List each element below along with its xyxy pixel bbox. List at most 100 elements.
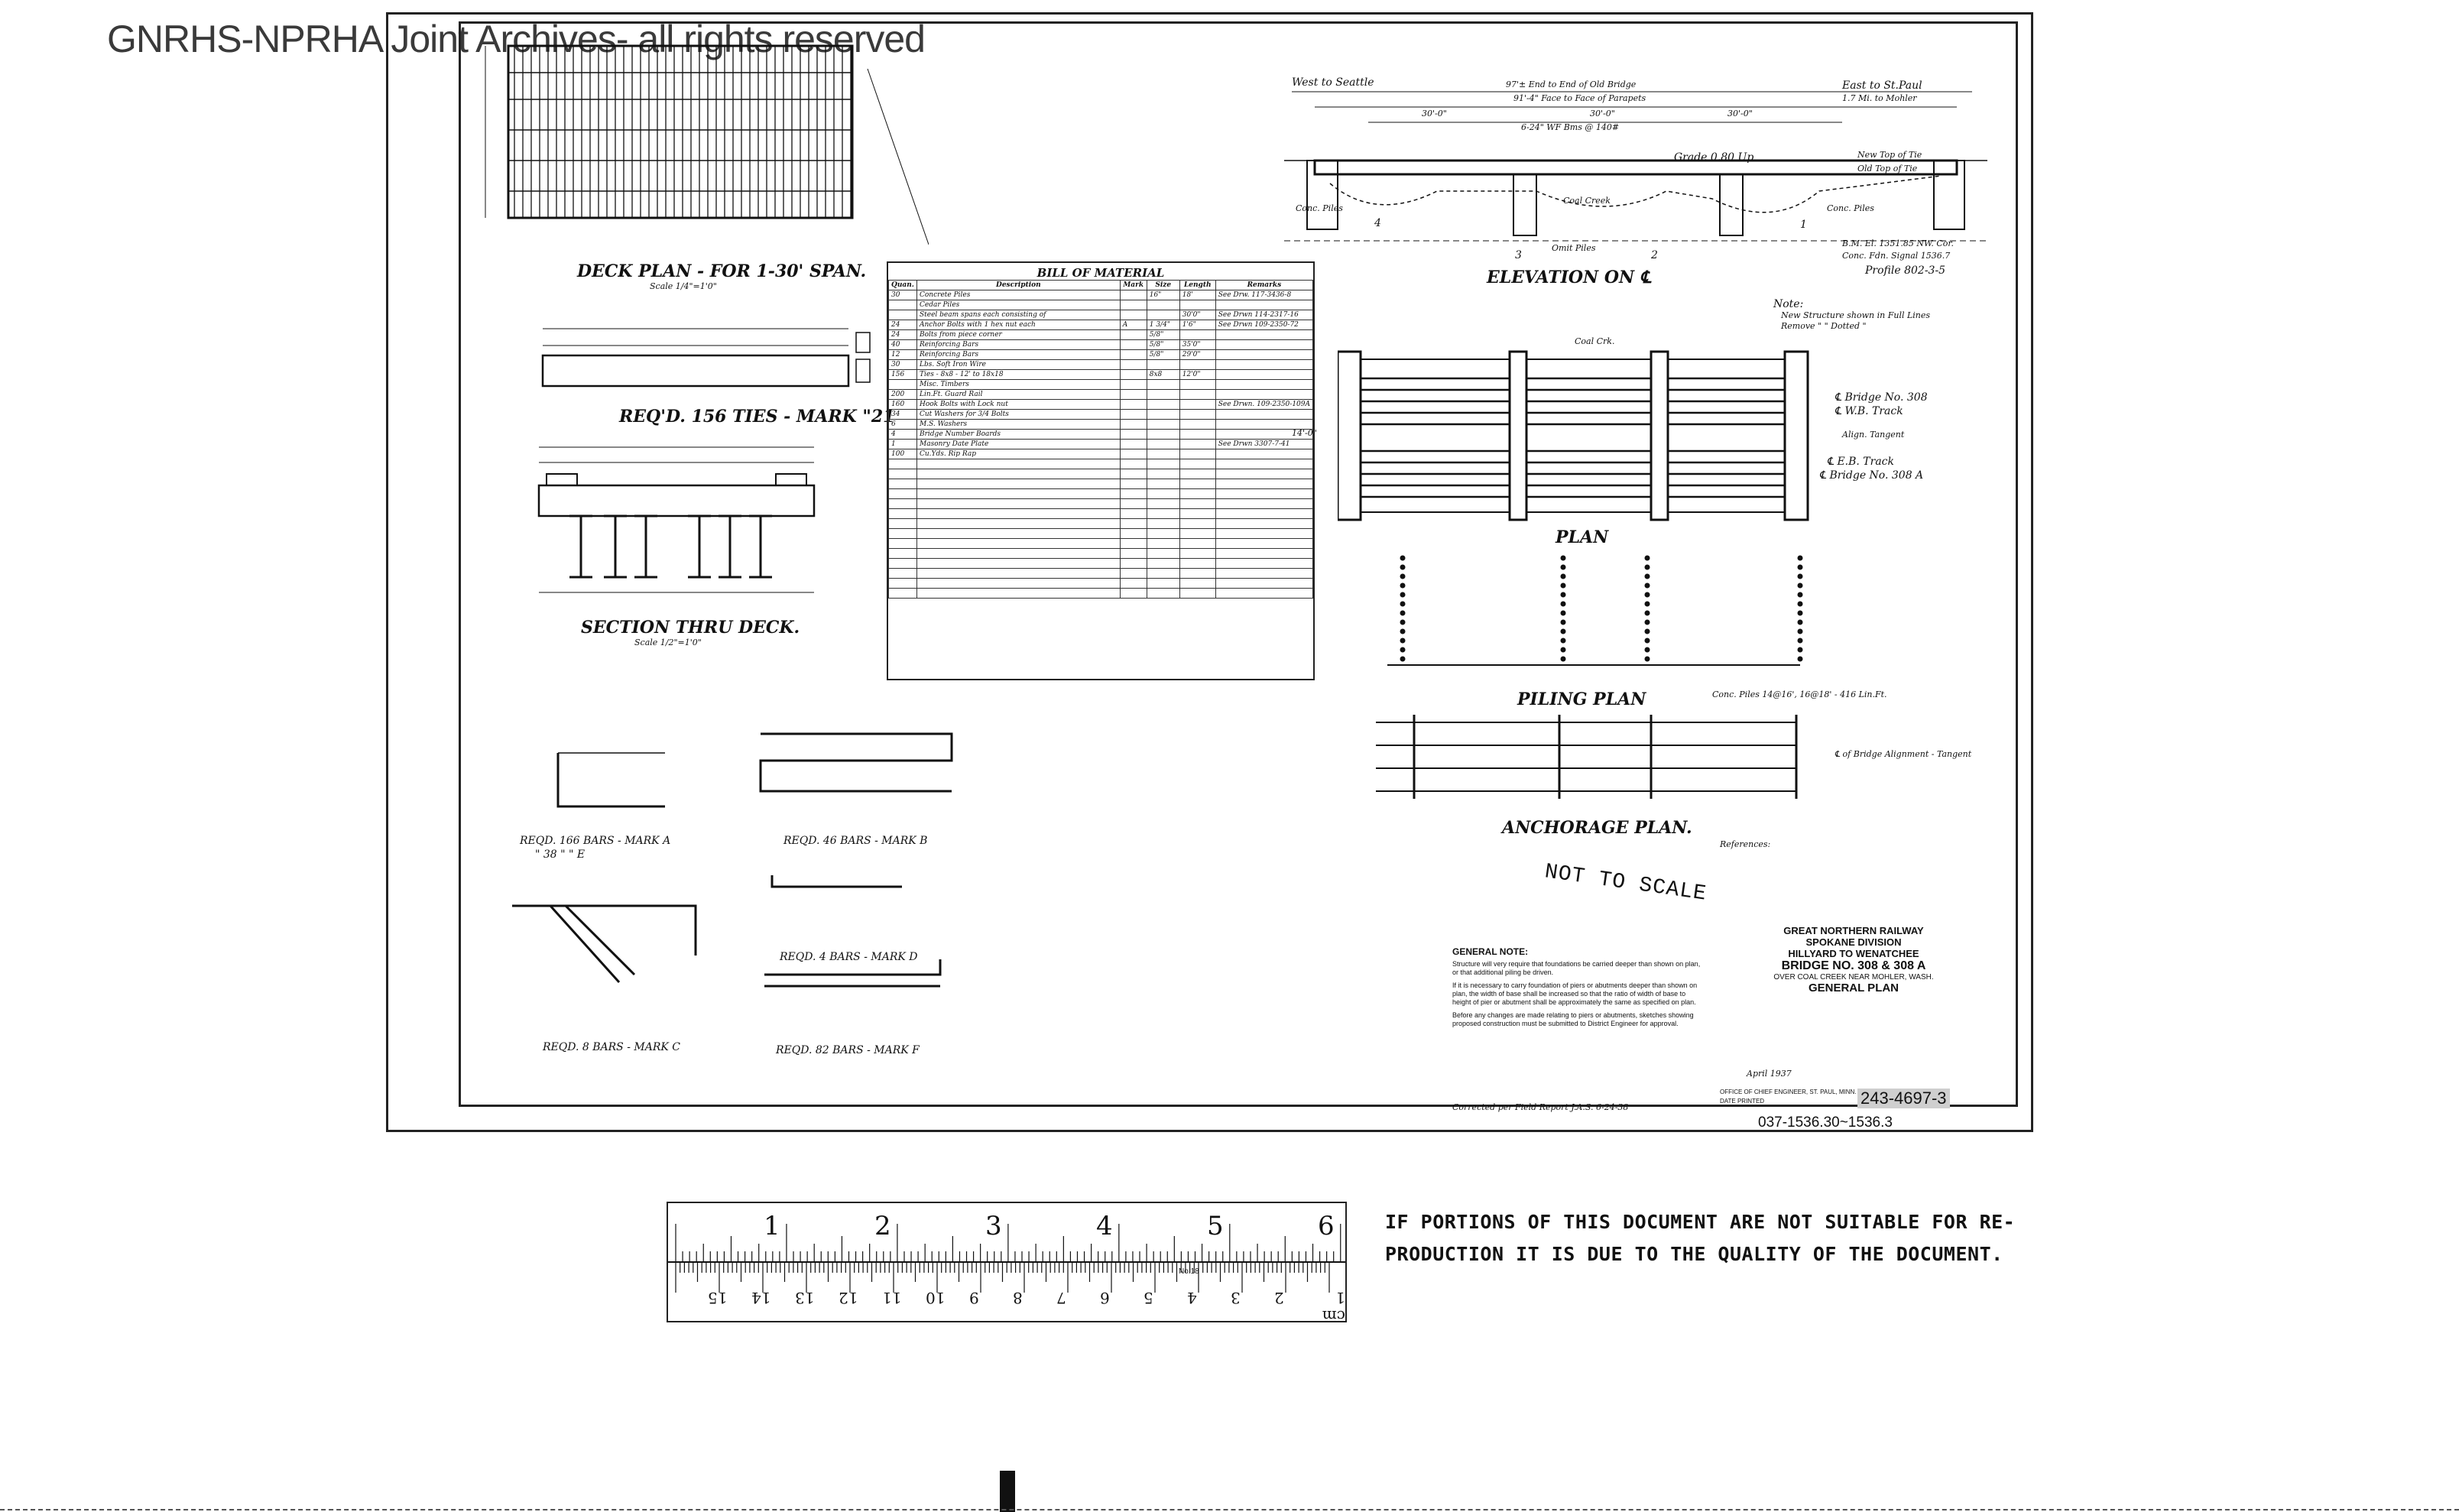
plan-coal-creek: Coal Crk. (1575, 336, 1615, 346)
bom-cell: Cut Washers for 3/4 Bolts (916, 409, 1121, 420)
bom-cell (1146, 568, 1180, 579)
bom-cell (1215, 339, 1314, 350)
pile-mark (1560, 573, 1566, 579)
pile-mark (1644, 592, 1650, 598)
pile-mark (1644, 564, 1650, 570)
bom-cell (1179, 548, 1216, 559)
bom-cell (1119, 548, 1147, 559)
bom-cell (1215, 528, 1314, 539)
bom-cell: M.S. Washers (916, 419, 1121, 430)
bom-cell: 5/8" (1146, 339, 1180, 350)
ruler-cm-label: 5 (1144, 1289, 1153, 1307)
pile-mark (1400, 573, 1406, 579)
bent-number-4: 4 (1374, 217, 1381, 229)
elevation-west-label: West to Seattle (1292, 76, 1374, 89)
plan-width: 14'-0" (1292, 428, 1317, 438)
bom-cell (1119, 290, 1147, 300)
pile-mark (1797, 638, 1803, 644)
bom-empty-row (888, 459, 1314, 469)
elevation-omit-piles: Omit Piles (1552, 243, 1596, 253)
bent-number-2: 2 (1651, 249, 1658, 261)
pile-mark (1560, 647, 1566, 653)
bars-drawing (512, 732, 953, 988)
elevation-title: ELEVATION ON ℄ (1487, 268, 1651, 287)
plan-bridge-308: ℄ Bridge No. 308 (1835, 391, 1928, 404)
bars-mark-c: REQD. 8 BARS - MARK C (543, 1041, 680, 1053)
bom-cell (1179, 300, 1216, 310)
bom-cell (888, 588, 917, 599)
pile-mark (1797, 564, 1803, 570)
title-block-date-printed: DATE PRINTED (1720, 1098, 1765, 1105)
bom-cell: 24 (888, 329, 917, 340)
bom-cell (916, 469, 1121, 479)
pile-mark (1644, 582, 1650, 589)
bom-cell (1146, 409, 1180, 420)
bom-cell: Lbs. Soft Iron Wire (916, 359, 1121, 370)
bom-cell (1215, 469, 1314, 479)
bom-cell (1146, 429, 1180, 440)
general-note-p1: Structure will very require that foundat… (1452, 960, 1701, 976)
pile-mark (1644, 656, 1650, 662)
pile-mark (1644, 601, 1650, 607)
ruler-model: No.18 (1179, 1267, 1199, 1276)
elevation-overall-dim: 97'± End to End of Old Bridge (1506, 79, 1637, 89)
pile-mark (1560, 619, 1566, 625)
bom-cell (916, 538, 1121, 549)
drawing-frame (459, 21, 2018, 1107)
pile-mark (1797, 647, 1803, 653)
bom-cell (916, 558, 1121, 569)
bars-mark-f: REQD. 82 BARS - MARK F (776, 1044, 920, 1056)
bom-cell (1179, 399, 1216, 410)
pile-mark (1400, 592, 1406, 598)
piling-piles: Conc. Piles 14@16', 16@18' - 416 Lin.Ft. (1712, 689, 1887, 699)
anchorage-drawing (1376, 715, 1798, 799)
bent-number-3: 3 (1515, 249, 1522, 261)
bom-cell: 8x8 (1146, 369, 1180, 380)
ruler-ticks (668, 1224, 1345, 1293)
title-block-bridge: BRIDGE NO. 308 & 308 A (1781, 959, 1926, 972)
bom-cell (1179, 568, 1216, 579)
piling-title: PILING PLAN (1517, 689, 1646, 709)
bom-cell (1119, 339, 1147, 350)
bom-cell (1179, 439, 1216, 449)
bom-cell (1119, 498, 1147, 509)
bom-cell (1215, 409, 1314, 420)
bom-cell: 1 (888, 439, 917, 449)
ruler-cm-label: 12 (839, 1289, 858, 1307)
ruler-inch-label: 2 (874, 1211, 891, 1241)
note-line-1: New Structure shown in Full Lines (1781, 310, 1931, 320)
pile-mark (1644, 638, 1650, 644)
bom-cell: See Drw. 117-3436-8 (1215, 290, 1314, 300)
bom-cell (888, 528, 917, 539)
title-block-dwg-no: 243-4697-3 (1857, 1089, 1950, 1108)
bom-cell (1119, 379, 1147, 390)
pile-mark (1797, 555, 1803, 561)
bom-empty-row (888, 498, 1314, 509)
bom-cell (1215, 329, 1314, 340)
bom-cell (1119, 300, 1147, 310)
bom-cell (1119, 508, 1147, 519)
pile-mark (1797, 619, 1803, 625)
bom-cell (888, 548, 917, 559)
bom-cell (1215, 538, 1314, 549)
bom-cell (1146, 300, 1180, 310)
general-note-p2: If it is necessary to carry foundation o… (1452, 982, 1698, 1006)
bom-cell (1146, 399, 1180, 410)
title-block: GREAT NORTHERN RAILWAY SPOKANE DIVISION … (1720, 925, 1987, 994)
bom-cell (1146, 359, 1180, 370)
bom-cell (916, 498, 1121, 509)
bom-header-cell: Mark (1119, 280, 1147, 290)
bom-cell: Hook Bolts with Lock nut (916, 399, 1121, 410)
bom-cell: 12 (888, 349, 917, 360)
pile-mark (1644, 573, 1650, 579)
bom-cell (1215, 498, 1314, 509)
ruler-cm-label: 11 (882, 1289, 902, 1307)
bom-cell: 1 3/4" (1146, 320, 1180, 330)
